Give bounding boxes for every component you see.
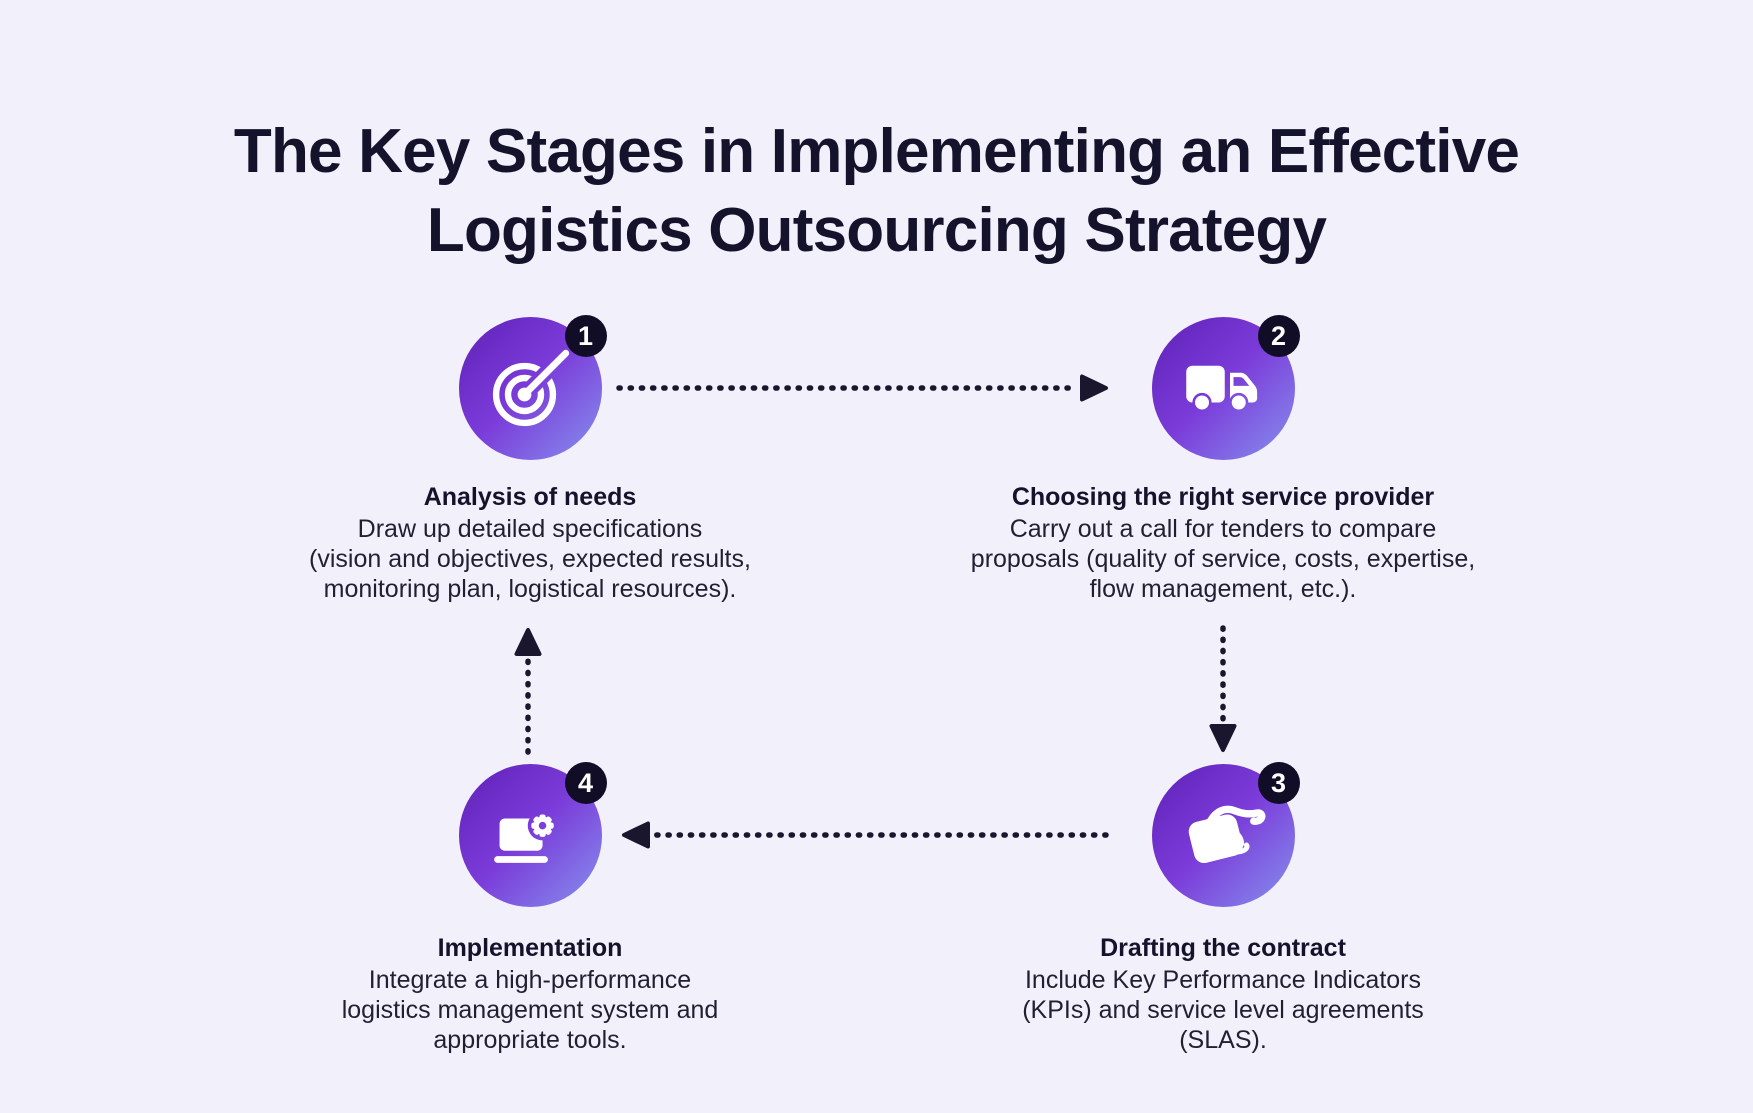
stage-2-choosing-provider: 2 Choosing the right service provider Ca… xyxy=(913,315,1533,604)
stage-4-title: Implementation xyxy=(437,934,623,962)
stage-4-number-badge: 4 xyxy=(564,762,607,804)
stage-2-text: Choosing the right service provider Carr… xyxy=(971,481,1475,604)
delivery-truck-icon xyxy=(1181,362,1265,415)
stage-4-circle: 4 xyxy=(458,762,607,907)
stage-1-number-badge: 1 xyxy=(564,315,607,357)
stage-2-description-line: Carry out a call for tenders to compare xyxy=(1009,515,1437,543)
stage-1-description-line: (vision and objectives, expected results… xyxy=(309,545,751,573)
stage-3-title: Drafting the contract xyxy=(1100,934,1346,962)
stage-4-description-line: logistics management system and xyxy=(341,996,719,1024)
stage-2-description-line: flow management, etc.). xyxy=(1089,575,1357,603)
stage-2-title: Choosing the right service provider xyxy=(1011,483,1435,511)
stage-2-number-badge: 2 xyxy=(1257,315,1300,357)
stage-1-circle: 1 xyxy=(458,315,607,460)
stage-3-text: Drafting the contract Include Key Perfor… xyxy=(1022,932,1424,1055)
stage-3-drafting-contract: 3 Drafting the contract Include Key Perf… xyxy=(913,762,1533,1055)
page-title-line-2: Logistics Outsourcing Strategy xyxy=(426,195,1327,265)
stage-3-circle: 3 xyxy=(1151,762,1300,907)
stage-4-description-line: appropriate tools. xyxy=(433,1026,627,1054)
laptop-gear-icon xyxy=(487,804,573,867)
stage-3-number-badge: 3 xyxy=(1257,762,1300,804)
stage-1-description-line: Draw up detailed specifications xyxy=(357,515,703,543)
stage-1-description-line: monitoring plan, logistical resources). xyxy=(323,575,737,603)
handshake-icon xyxy=(1188,805,1266,863)
stage-2-number: 2 xyxy=(1270,320,1287,351)
page-title-line-1: The Key Stages in Implementing an Effect… xyxy=(233,116,1520,186)
stage-1-title: Analysis of needs xyxy=(423,483,637,511)
stage-1-number: 1 xyxy=(577,320,594,351)
arrow-right-icon xyxy=(616,374,1108,402)
arrow-up-icon xyxy=(514,628,542,755)
stage-3-number: 3 xyxy=(1270,767,1287,798)
stage-2-circle: 2 xyxy=(1151,315,1300,460)
stage-1-text: Analysis of needs Draw up detailed speci… xyxy=(309,481,751,604)
stage-3-description-line: (KPIs) and service level agreements xyxy=(1022,996,1424,1024)
stage-3-description-line: (SLAS). xyxy=(1179,1026,1267,1054)
page-title: The Key Stages in Implementing an Effect… xyxy=(0,112,1753,270)
stage-2-description-line: proposals (quality of service, costs, ex… xyxy=(970,545,1476,573)
target-dart-icon xyxy=(486,344,574,433)
stage-4-number: 4 xyxy=(577,767,594,798)
stage-4-implementation: 4 Implementation Integrate a high-perfor… xyxy=(220,762,840,1055)
arrow-down-icon xyxy=(1209,625,1237,752)
stage-3-description-line: Include Key Performance Indicators xyxy=(1024,966,1422,994)
stage-4-text: Implementation Integrate a high-performa… xyxy=(342,932,719,1055)
stage-1-analysis-of-needs: 1 Analysis of needs Draw up detailed spe… xyxy=(220,315,840,604)
arrow-left-icon xyxy=(622,821,1109,849)
stage-4-description-line: Integrate a high-performance xyxy=(368,966,692,994)
